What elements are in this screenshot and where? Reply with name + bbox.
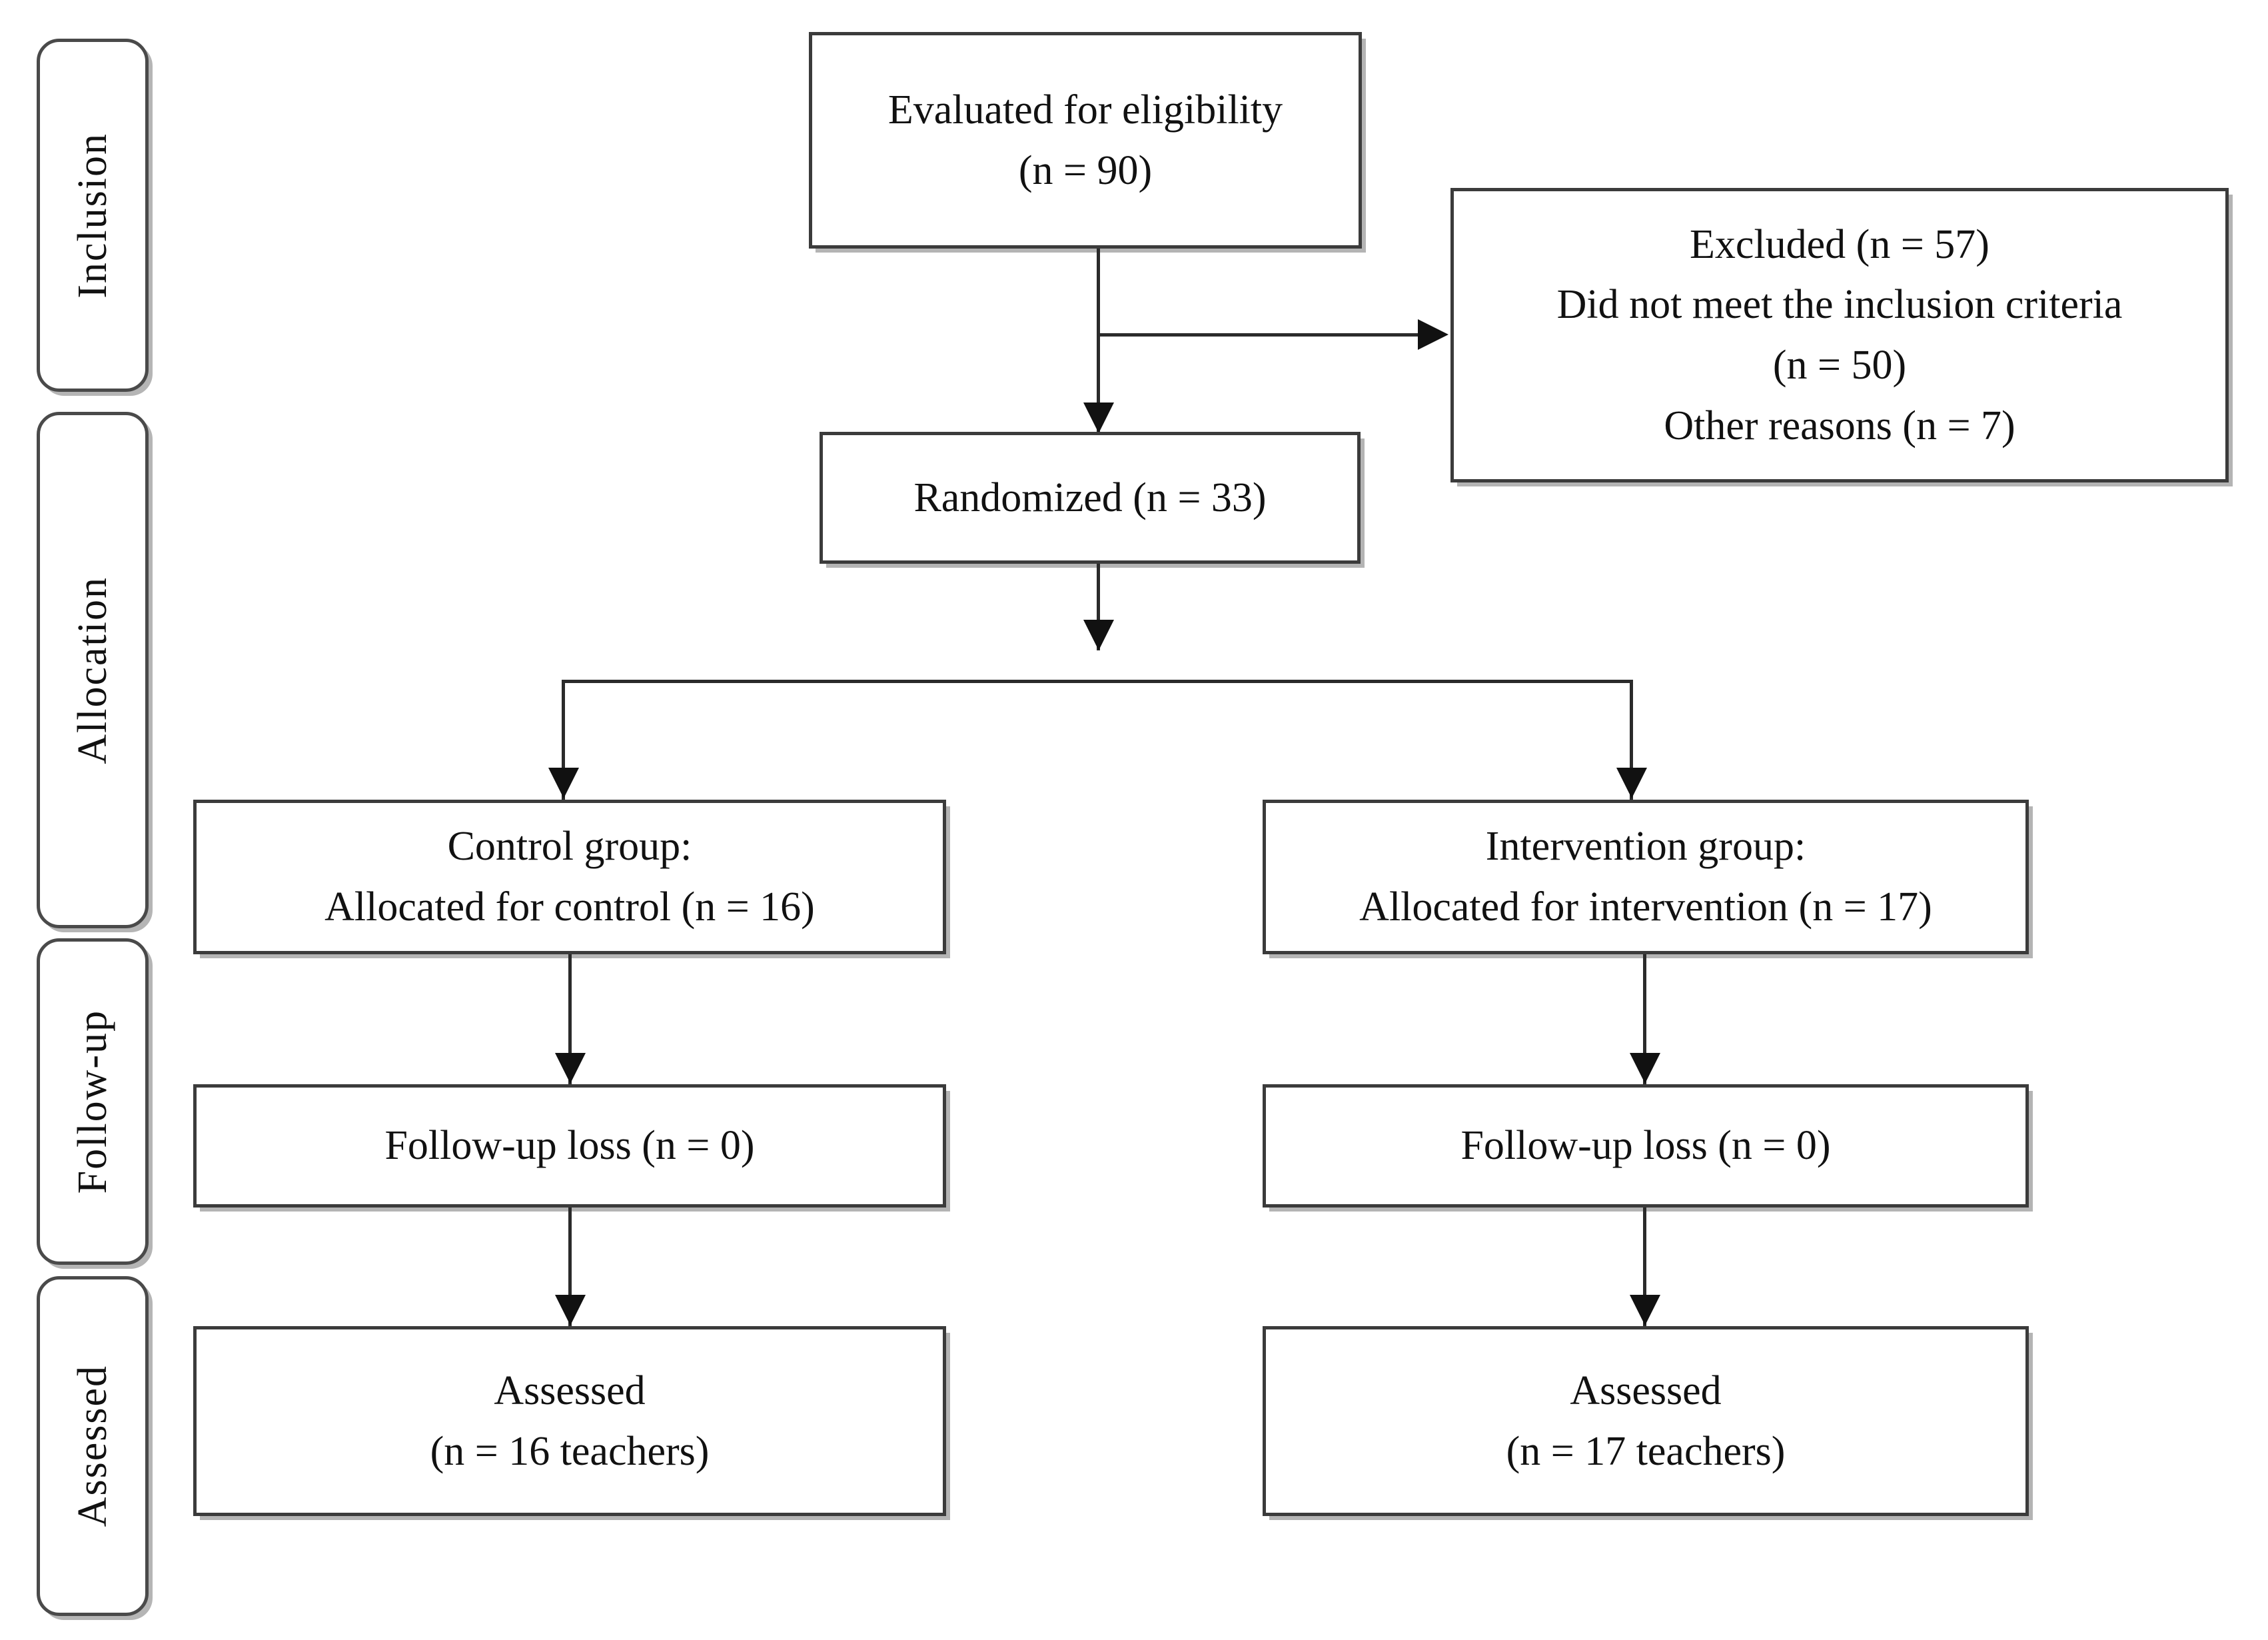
node-line: Allocated for control (n = 16) xyxy=(324,884,815,930)
stage-pill-allocation: Allocation xyxy=(37,412,149,928)
connector-allocation-bus xyxy=(562,680,1633,683)
connector-bus-to-intervention xyxy=(1630,680,1633,800)
stage-pill-assessed: Assessed xyxy=(37,1276,149,1616)
arrowhead-eligibility-to-excluded xyxy=(1418,319,1448,350)
connector-control-followup-to-assessed xyxy=(568,1208,572,1326)
arrowhead-control-allocation-to-followup xyxy=(555,1053,586,1084)
connector-randomized-stem xyxy=(1097,564,1100,650)
node-line: Randomized (n = 33) xyxy=(913,474,1267,520)
node-line: Control group: xyxy=(447,824,692,870)
node-line: Excluded (n = 57) xyxy=(1690,221,1989,267)
connector-intervention-followup-to-assessed xyxy=(1643,1208,1646,1326)
arrowhead-intervention-followup-to-assessed xyxy=(1630,1295,1660,1325)
node-line: Did not meet the inclusion criteria xyxy=(1556,282,2123,328)
node-excluded: Excluded (n = 57) Did not meet the inclu… xyxy=(1450,188,2229,482)
node-control-allocation: Control group: Allocated for control (n … xyxy=(193,800,946,954)
arrowhead-intervention-allocation-to-followup xyxy=(1630,1053,1660,1084)
connector-bus-to-control xyxy=(562,680,565,800)
stage-pill-follow-up: Follow-up xyxy=(37,938,149,1265)
node-control-followup-loss: Follow-up loss (n = 0) xyxy=(193,1084,946,1208)
arrowhead-bus-to-intervention xyxy=(1616,768,1647,798)
stage-label-allocation: Allocation xyxy=(70,576,115,764)
connector-intervention-allocation-to-followup xyxy=(1643,954,1646,1084)
arrowhead-bus-to-control xyxy=(548,768,579,798)
node-line: Allocated for intervention (n = 17) xyxy=(1359,884,1932,930)
stage-label-inclusion: Inclusion xyxy=(70,132,115,299)
node-line: (n = 17 teachers) xyxy=(1506,1428,1786,1474)
stage-label-follow-up: Follow-up xyxy=(70,1009,115,1194)
node-line: Assessed xyxy=(494,1367,646,1413)
node-line: (n = 50) xyxy=(1772,343,1907,388)
node-line: Assessed xyxy=(1570,1367,1722,1413)
arrowhead-randomized-stem xyxy=(1083,620,1114,650)
connector-eligibility-to-randomized xyxy=(1097,249,1100,432)
node-intervention-allocation: Intervention group: Allocated for interv… xyxy=(1263,800,2029,954)
stage-pill-inclusion: Inclusion xyxy=(37,39,149,392)
node-randomized: Randomized (n = 33) xyxy=(820,432,1361,564)
connector-eligibility-to-excluded xyxy=(1097,333,1420,337)
node-line: Other reasons (n = 7) xyxy=(1664,403,2015,448)
node-intervention-assessed: Assessed (n = 17 teachers) xyxy=(1263,1326,2029,1516)
node-line: Evaluated for eligibility xyxy=(887,87,1283,133)
arrowhead-eligibility-to-randomized xyxy=(1083,403,1114,433)
node-line: (n = 90) xyxy=(1018,147,1153,193)
node-line: Follow-up loss (n = 0) xyxy=(1460,1123,1831,1169)
node-line: (n = 16 teachers) xyxy=(430,1428,710,1474)
node-control-assessed: Assessed (n = 16 teachers) xyxy=(193,1326,946,1516)
node-line: Follow-up loss (n = 0) xyxy=(384,1123,755,1169)
node-evaluated-for-eligibility: Evaluated for eligibility (n = 90) xyxy=(809,32,1362,249)
stage-label-assessed: Assessed xyxy=(70,1365,115,1527)
node-line: Intervention group: xyxy=(1485,824,1806,870)
connector-control-allocation-to-followup xyxy=(568,954,572,1084)
node-intervention-followup-loss: Follow-up loss (n = 0) xyxy=(1263,1084,2029,1208)
arrowhead-control-followup-to-assessed xyxy=(555,1295,586,1325)
